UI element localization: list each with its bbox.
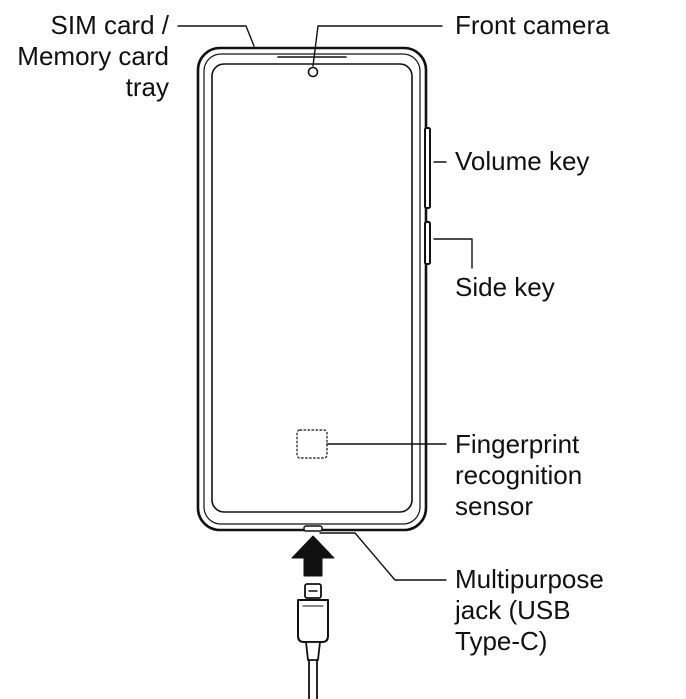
- label-line: Memory card: [17, 41, 169, 71]
- label-sim-tray: SIM card / Memory card tray: [17, 10, 169, 103]
- label-side-key: Side key: [455, 272, 555, 303]
- usb-cable: [291, 535, 335, 699]
- leader-side-key: [433, 238, 473, 269]
- usb-plug-housing: [297, 599, 329, 643]
- label-line: Volume key: [455, 146, 590, 176]
- label-line: tray: [125, 72, 169, 102]
- label-line: Front camera: [455, 10, 610, 40]
- label-volume-key: Volume key: [455, 146, 589, 177]
- label-line: jack (USB: [455, 595, 571, 625]
- usb-plug-tip: [304, 583, 322, 599]
- label-line: Side key: [455, 272, 555, 302]
- side-key-shape: [424, 221, 431, 265]
- label-line: sensor: [455, 491, 534, 521]
- label-line: Type-C): [455, 626, 548, 656]
- leader-sim-tray: [177, 25, 255, 47]
- label-line: Fingerprint: [455, 429, 580, 459]
- phone-screen: [211, 63, 413, 513]
- label-multipurpose-jack: Multipurpose jack (USB Type-C): [455, 564, 604, 657]
- volume-key-shape: [424, 127, 431, 209]
- fingerprint-sensor-area: [296, 429, 328, 459]
- jack-port: [303, 525, 323, 532]
- leader-multipurpose-jack: [319, 532, 447, 581]
- usb-strain-relief: [305, 641, 321, 661]
- insert-arrow: [291, 535, 335, 577]
- phone-body-outline: [196, 46, 428, 532]
- leader-front-camera: [312, 25, 443, 67]
- label-fingerprint: Fingerprint recognition sensor: [455, 429, 582, 522]
- label-line: Multipurpose: [455, 564, 604, 594]
- label-front-camera: Front camera: [455, 10, 610, 41]
- front-camera-lens: [307, 66, 319, 78]
- label-line: recognition: [455, 460, 583, 490]
- label-line: SIM card /: [50, 10, 169, 40]
- phone-frame-inner: [203, 53, 421, 525]
